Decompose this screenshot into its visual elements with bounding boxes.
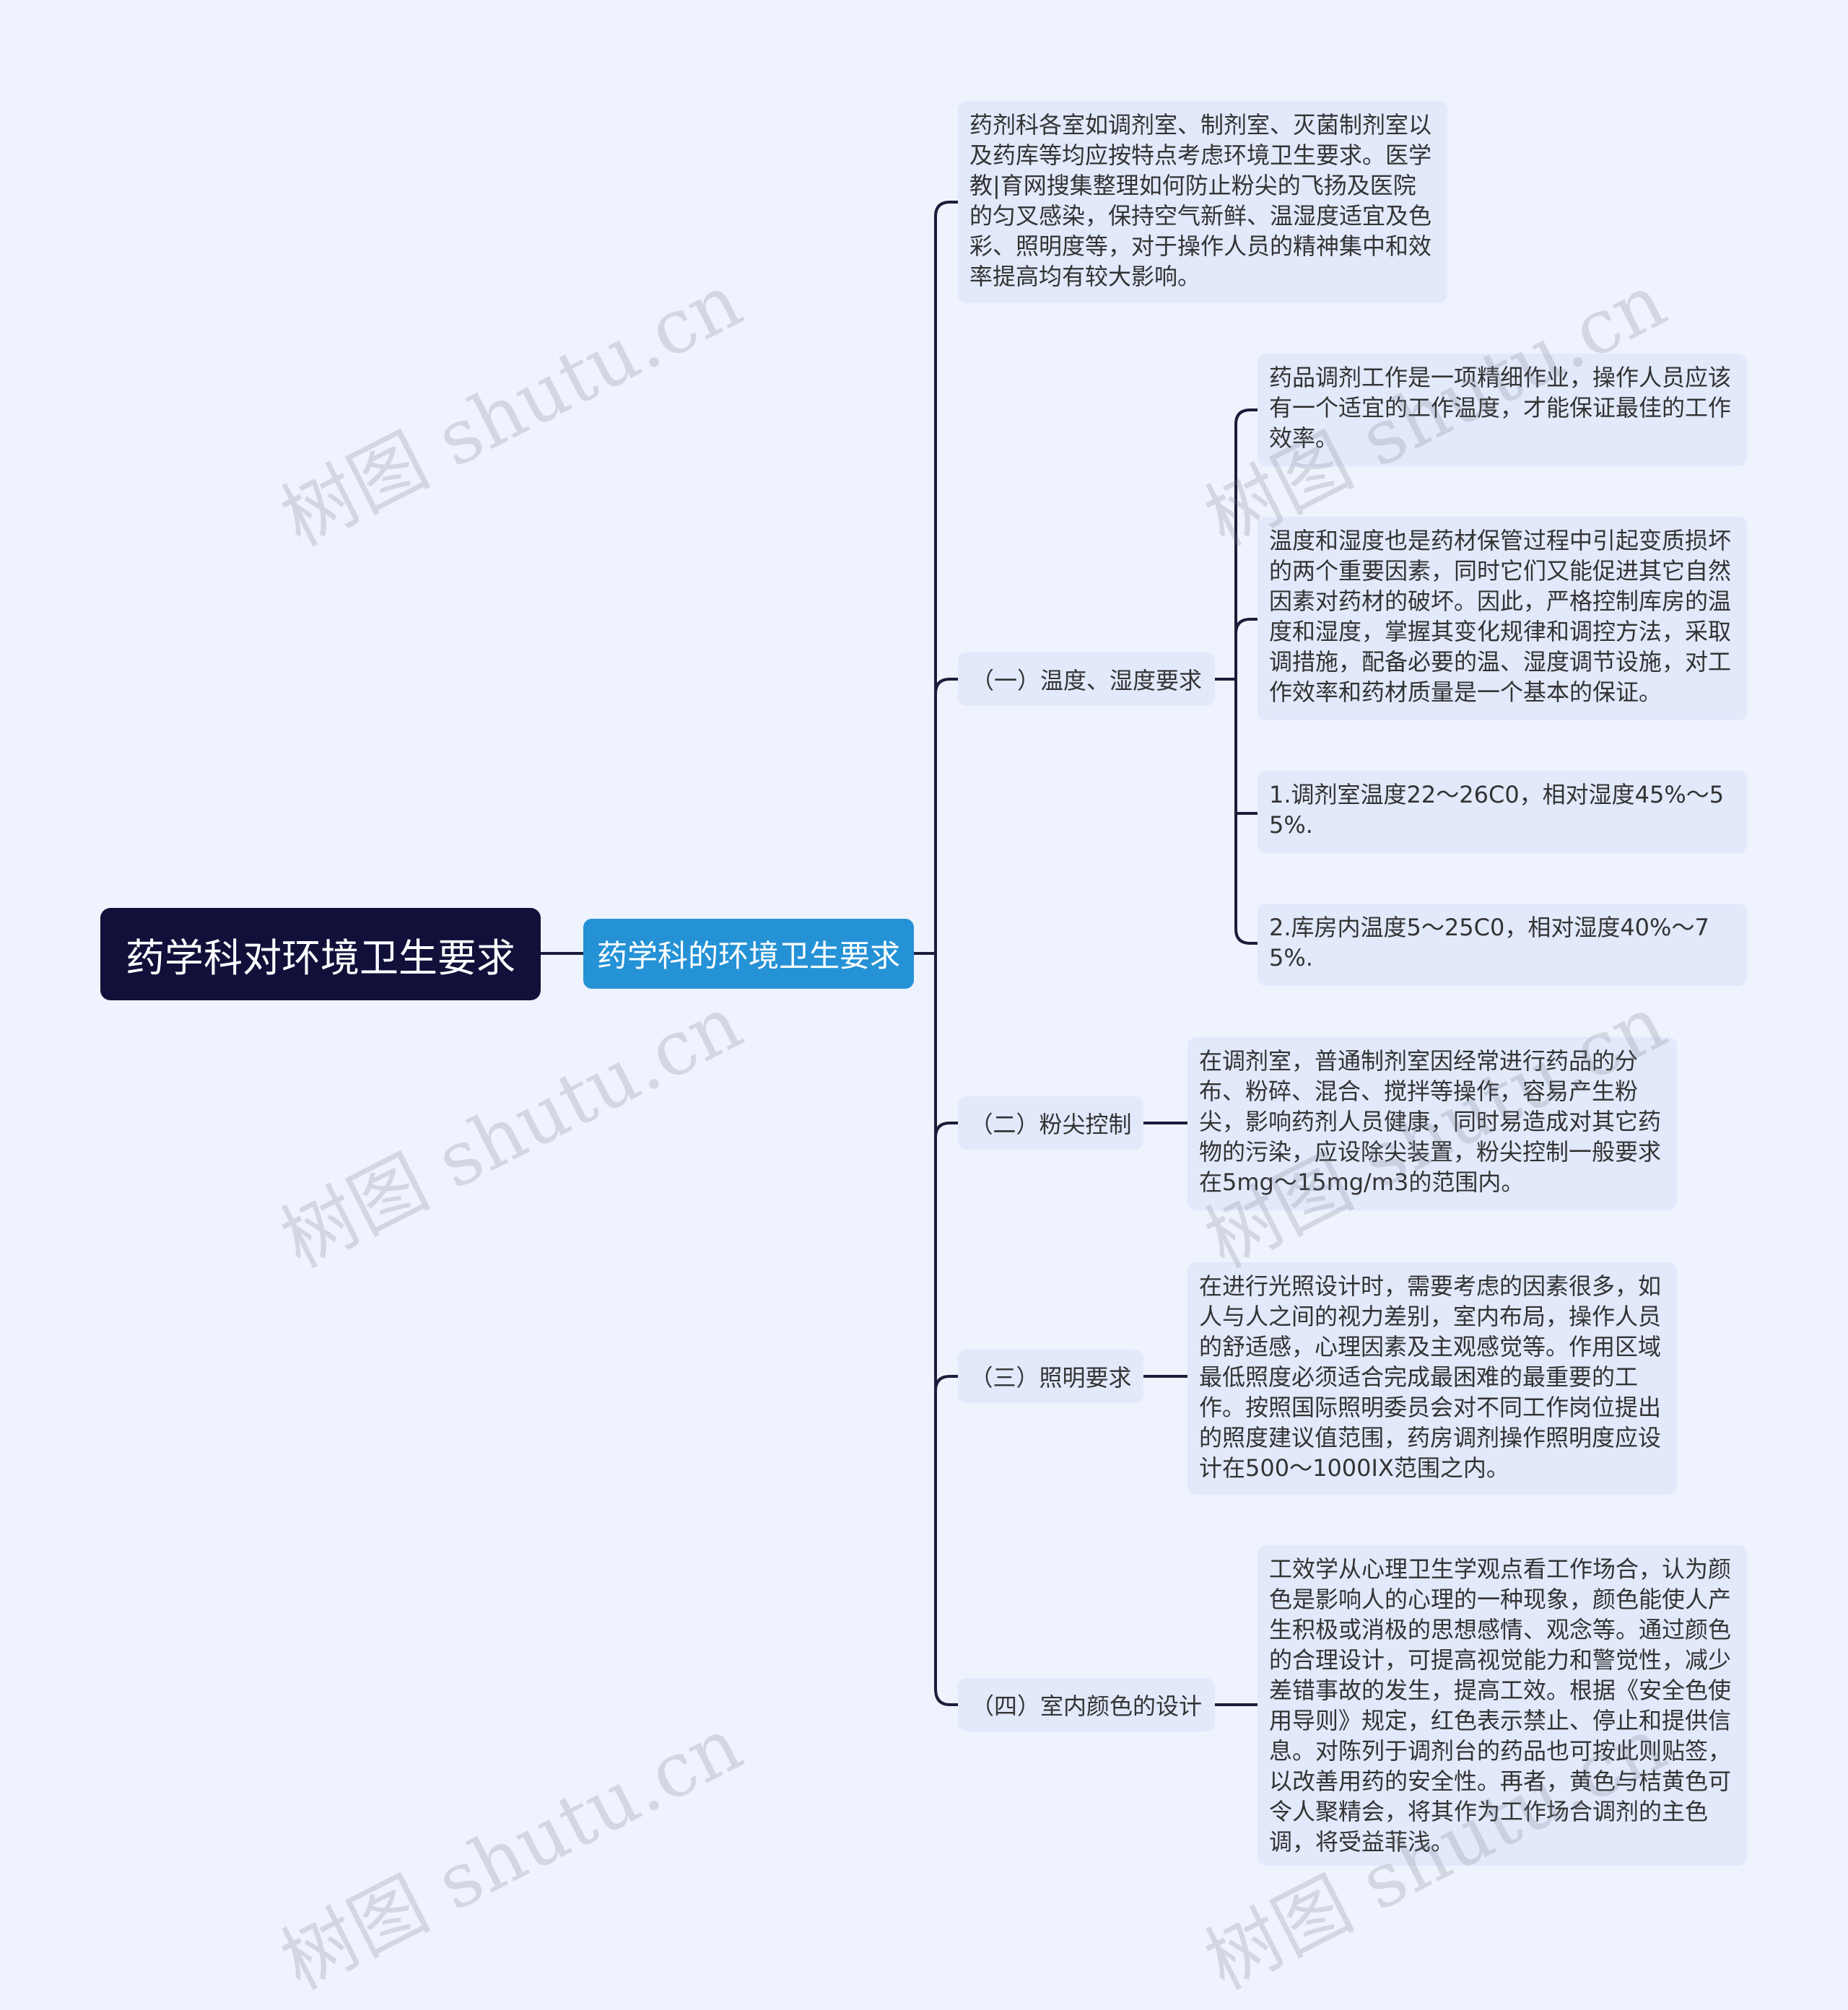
detail-dust-control[interactable]: 在调剂室，普通制剂室因经常进行药品的分布、粉碎、混合、搅拌等操作，容易产生粉尖，…	[1187, 1037, 1677, 1210]
connector-s1-d2	[1234, 618, 1259, 635]
section-lighting[interactable]: （三）照明要求	[958, 1350, 1143, 1403]
detail-indoor-color[interactable]: 工效学从心理卫生学观点看工作场合，认为颜色是影响人的心理的一种现象，颜色能使人产…	[1258, 1545, 1747, 1866]
section-dust-control[interactable]: （二）粉尖控制	[958, 1096, 1143, 1150]
root-node[interactable]: 药学科对环境卫生要求	[100, 908, 541, 1000]
detail-lighting[interactable]: 在进行光照设计时，需要考虑的因素很多，如人与人之间的视力差别，室内布局，操作人员…	[1187, 1262, 1677, 1495]
connector-section-2	[934, 1122, 959, 1139]
connector-section-4	[934, 1687, 959, 1706]
detail-temperature-4[interactable]: 2.库房内温度5～25C0，相对湿度40%～75%.	[1258, 904, 1747, 986]
connector-section-1	[934, 678, 959, 695]
connector-section-3	[934, 1375, 959, 1392]
connector-lines	[539, 201, 1259, 1706]
section-indoor-color[interactable]: （四）室内颜色的设计	[958, 1678, 1215, 1731]
main-topic-node[interactable]: 药学科的环境卫生要求	[583, 919, 914, 989]
section-temperature-humidity[interactable]: （一）温度、湿度要求	[958, 652, 1215, 706]
connector-s1-d4	[1234, 927, 1259, 945]
detail-temperature-1[interactable]: 药品调剂工作是一项精细作业，操作人员应该有一个适宜的工作温度，才能保证最佳的工作…	[1258, 354, 1747, 466]
detail-temperature-3[interactable]: 1.调剂室温度22～26C0，相对湿度45%～55%.	[1258, 771, 1747, 853]
connector-intro	[934, 201, 959, 218]
connector-s1-d1	[1234, 408, 1259, 426]
detail-temperature-2[interactable]: 温度和湿度也是药材保管过程中引起变质损坏的两个重要因素，同时它们又能促进其它自然…	[1258, 517, 1747, 720]
intro-text-node[interactable]: 药剂科各室如调剂室、制剂室、灭菌制剂室以及药库等均应按特点考虑环境卫生要求。医学…	[958, 101, 1447, 303]
